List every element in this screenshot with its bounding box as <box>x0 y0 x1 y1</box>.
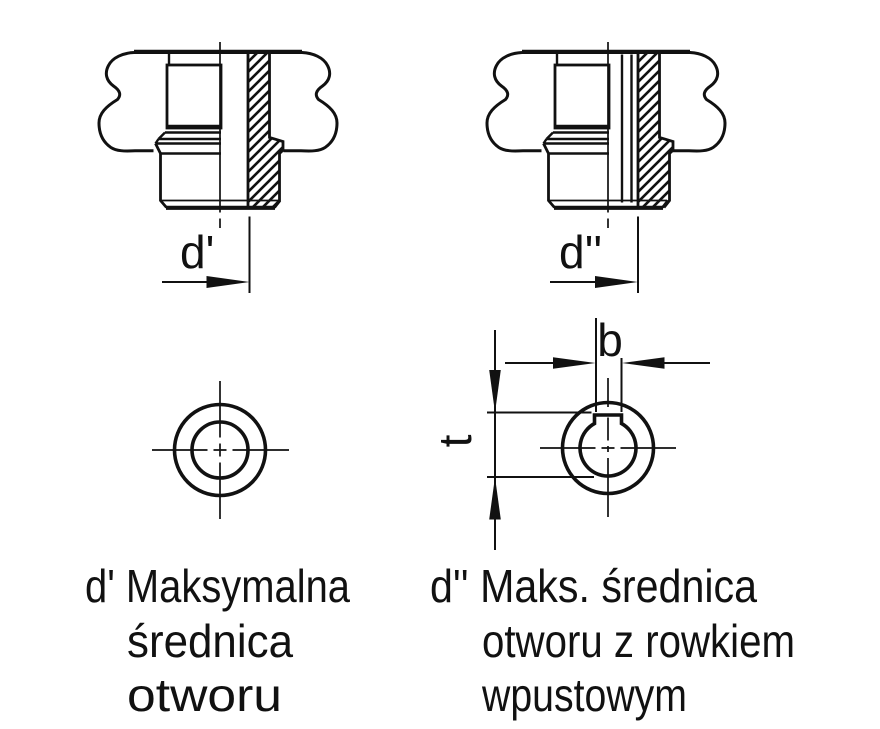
arrowhead-left <box>553 357 596 369</box>
bore-circle <box>190 420 250 480</box>
dimension-d-prime: d' <box>162 216 251 293</box>
caption-left-line-1: d' Maksymalna <box>85 560 350 612</box>
crosshair-centerlines <box>540 378 676 517</box>
arrowhead <box>595 276 638 288</box>
arrowhead-bottom <box>489 477 501 520</box>
dimension-t: t <box>429 330 594 550</box>
bore-with-keyway-outline <box>578 413 638 478</box>
extension-lines <box>487 411 594 478</box>
caption-right-line-1: d'' Maks. średnica <box>430 560 757 612</box>
keyway-groove-lines <box>620 54 633 203</box>
caption-right-line-2: otworu z rowkiem <box>482 615 795 667</box>
dim-label-t: t <box>429 434 481 447</box>
extension-lines <box>595 318 623 412</box>
bore-keyway-front-view: b t <box>429 314 710 550</box>
dim-label-b: b <box>597 314 623 366</box>
caption-left-line-2: średnica <box>127 615 293 667</box>
caption-left: d' Maksymalna średnica otworu <box>85 560 350 721</box>
caption-right: d'' Maks. średnica otworu z rowkiem wpus… <box>430 560 795 721</box>
dimension-b: b <box>505 314 710 412</box>
arrowhead-right <box>622 357 665 369</box>
hub-outer-circle <box>560 400 656 496</box>
section-hatch-fill <box>248 52 283 208</box>
knob-section-plain-bore: d' <box>99 42 337 293</box>
bore-front-view <box>152 381 289 519</box>
dimension-d-double-prime: d'' <box>550 216 639 293</box>
hub-outer-circle <box>172 402 268 498</box>
caption-left-line-3: otworu <box>127 669 282 721</box>
section-outline <box>246 52 285 209</box>
arrowhead <box>206 276 250 288</box>
dim-label-d-double-prime: d'' <box>559 226 602 278</box>
arrowhead-top <box>489 370 501 413</box>
section-outline <box>636 52 675 209</box>
knob-section-keyway-bore: d'' <box>487 42 725 293</box>
crosshair-centerlines <box>152 381 289 519</box>
caption-right-line-3: wpustowym <box>481 669 687 721</box>
dim-label-d-prime: d' <box>180 226 214 278</box>
section-hatch-fill <box>638 52 673 208</box>
